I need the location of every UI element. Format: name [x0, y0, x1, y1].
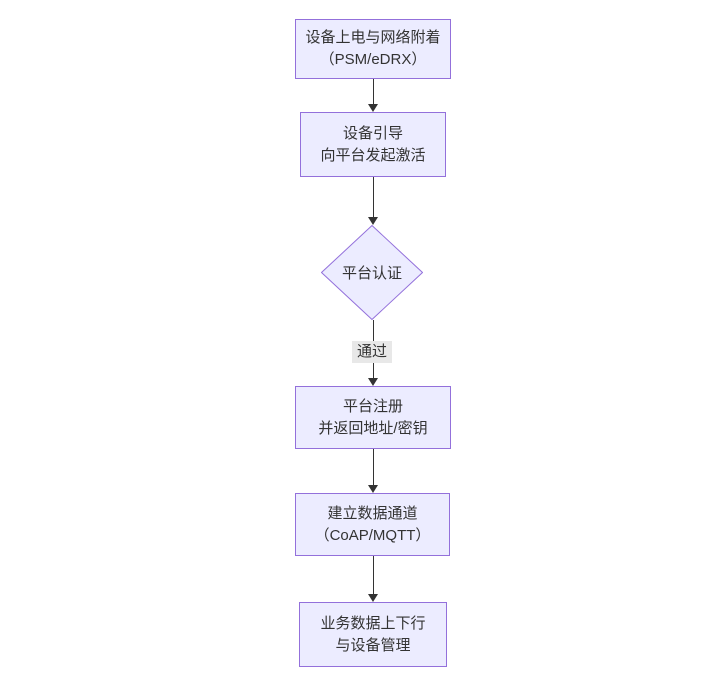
arrow-line — [373, 556, 374, 596]
arrow-line — [373, 79, 374, 106]
arrowhead-icon — [368, 104, 378, 112]
node-label: 平台认证 — [341, 265, 402, 282]
node-data-channel: 建立数据通道 （CoAP/MQTT） — [295, 493, 450, 556]
node-label: 与设备管理 — [335, 636, 411, 654]
edge-arrow-4 — [368, 449, 379, 493]
arrowhead-icon — [368, 378, 378, 386]
node-power-attach: 设备上电与网络附着 （PSM/eDRX） — [295, 19, 451, 79]
edge-label-pass: 通过 — [352, 341, 392, 363]
node-platform-auth: 平台认证 — [321, 225, 423, 320]
node-label: 设备引导 — [342, 124, 403, 142]
arrow-line — [373, 177, 374, 219]
node-label: 建立数据通道 — [327, 504, 418, 522]
arrowhead-icon — [368, 594, 378, 602]
node-bootstrap: 设备引导 向平台发起激活 — [300, 112, 446, 177]
node-register: 平台注册 并返回地址/密钥 — [295, 386, 451, 449]
arrowhead-icon — [368, 485, 378, 493]
edge-arrow-1 — [368, 79, 379, 112]
node-label: 向平台发起激活 — [320, 146, 426, 164]
node-label: 并返回地址/密钥 — [318, 419, 428, 437]
node-label: 业务数据上下行 — [320, 614, 426, 632]
edge-arrow-2 — [368, 177, 379, 225]
edge-arrow-5 — [368, 556, 379, 602]
node-label: （CoAP/MQTT） — [314, 526, 431, 544]
arrow-line — [373, 449, 374, 487]
node-label: 平台注册 — [342, 397, 403, 415]
diamond-shape — [321, 225, 423, 320]
arrowhead-icon — [368, 217, 378, 225]
node-label: 设备上电与网络附着 — [305, 29, 441, 46]
node-label: （PSM/eDRX） — [319, 51, 427, 68]
node-business-data: 业务数据上下行 与设备管理 — [299, 602, 447, 667]
